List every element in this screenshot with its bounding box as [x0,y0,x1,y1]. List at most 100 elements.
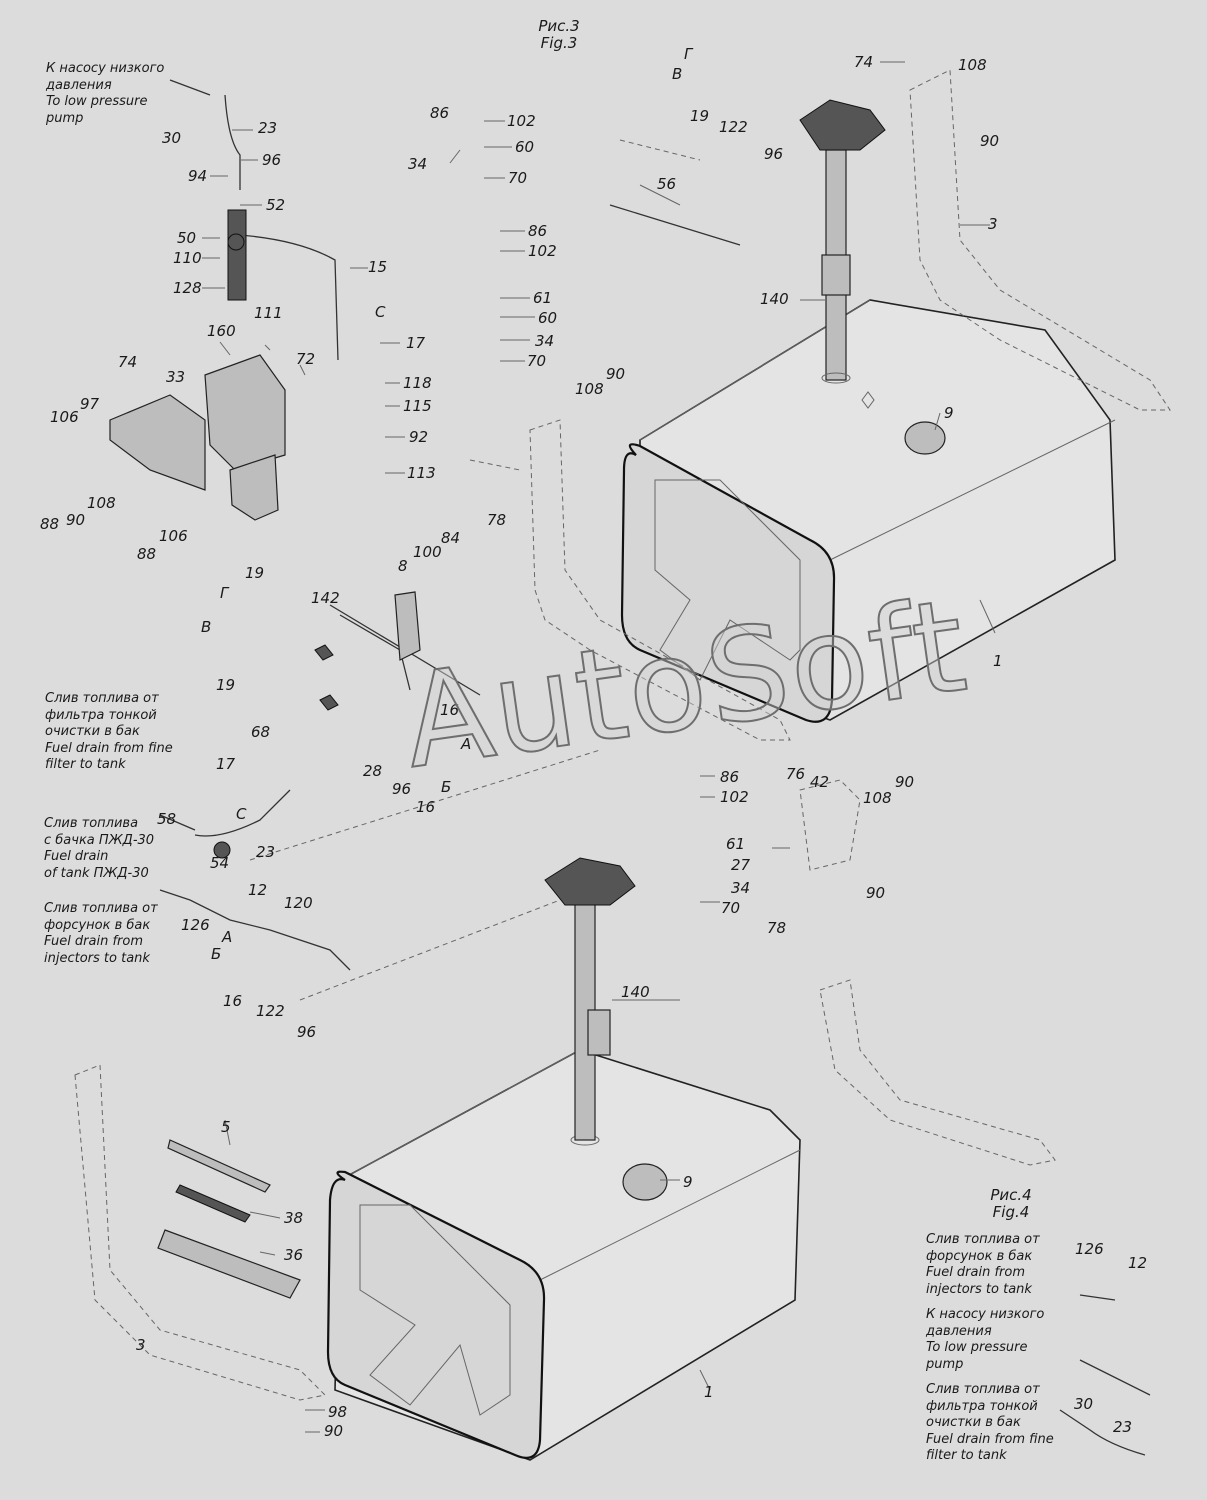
callout: 76 [786,765,806,783]
callout: 126 [1075,1240,1104,1258]
callout: 15 [368,258,388,276]
callout: 96 [262,151,282,169]
fittings-pipes-center [159,591,1151,1456]
callout: 16 [416,798,436,816]
callout-leaders [202,61,996,1433]
callout-letter: А [222,928,233,946]
fig4-note-drain-injectors: Слив топлива от форсунок в бак Fuel drai… [926,1232,1040,1298]
callout: 88 [137,545,157,563]
callout: 160 [207,322,236,340]
callout: 19 [245,564,265,582]
fig3-en: Fig.3 [540,34,578,52]
callout: 9 [683,1173,693,1191]
callout: 50 [177,229,197,247]
callout: 8 [398,557,408,575]
callout: 86 [720,768,740,786]
callout: 52 [266,196,286,214]
callout: 30 [1074,1395,1094,1413]
upper-fuel-sender [799,99,886,384]
callout: 140 [760,290,789,308]
callout: 90 [324,1422,344,1440]
upper-fuel-tank [620,299,1116,723]
callout-letter: С [236,805,247,823]
note-line: Слив топлива от [926,1232,1040,1247]
note-line: Fuel drain from [926,1265,1026,1280]
note-drain-injectors: Слив топлива от форсунок в бак Fuel drai… [44,901,158,967]
callout: 108 [958,56,987,74]
callout: 34 [731,879,751,897]
callout: 90 [606,365,626,383]
note-line: форсунок в бак [44,917,151,933]
callout: 60 [538,309,558,327]
callout: 61 [726,835,746,853]
callout: 28 [363,762,383,780]
note-drain-pzhd: Слив топлива с бачка ПЖД-30 Fuel drain o… [44,816,154,882]
callout: 34 [535,332,555,350]
callout: 108 [863,789,892,807]
note-line: To low pressure [46,94,148,109]
callout: 68 [251,723,271,741]
callout: 115 [403,397,432,415]
callout: 19 [690,107,710,125]
fig4-note-low-pressure-pump: К насосу низкого давления To low pressur… [926,1307,1044,1373]
callout: 78 [767,919,787,937]
upper-bracket-frame [469,69,1171,741]
fig4-en: Fig.4 [992,1203,1030,1221]
lower-fuel-tank [326,1049,801,1461]
callout: 70 [527,352,547,370]
note-line: Fuel drain [44,849,109,864]
fig4-title: Рис.4 Fig.4 [985,1187,1037,1221]
callout-letter: С [375,303,386,321]
callout-letter: Б [441,778,452,796]
callout: 19 [216,676,236,694]
callout: 142 [311,589,340,607]
callout: 110 [173,249,202,267]
callout-letter: Г [684,45,693,63]
callout: 16 [440,701,460,719]
lower-bracket-frame [74,749,1056,1401]
note-line: Слив топлива от [926,1382,1040,1397]
callout: 34 [408,155,428,173]
callout: 17 [216,755,236,773]
callout: 102 [720,788,749,806]
callout: 23 [256,843,276,861]
callout-letter: Г [220,584,229,602]
note-drain-fine-filter: Слив топлива от фильтра тонкой очистки в… [45,691,173,774]
callout: 38 [284,1209,304,1227]
callout: 90 [980,132,1000,150]
callout: 61 [533,289,553,307]
note-line: Fuel drain from [44,934,144,949]
straps-5-38-36 [157,1139,301,1299]
callout: 74 [854,53,874,71]
callout: 1 [704,1383,714,1401]
note-line: давления [46,77,112,93]
callout: 128 [173,279,202,297]
callout: 86 [528,222,548,240]
note-line: очистки в бак [45,724,140,739]
callout: 90 [895,773,915,791]
fig3-ru: Рис.3 [538,17,580,35]
callout: 96 [392,780,412,798]
callout: 23 [1113,1418,1133,1436]
callout: 106 [50,408,79,426]
callout: 90 [66,511,86,529]
callout-letter: А [461,735,472,753]
note-line: Слив топлива от [45,691,159,706]
callout: 27 [731,856,751,874]
filler-cap-icon [622,1163,668,1201]
note-line: Слив топлива [44,816,139,831]
note-line: очистки в бак [926,1415,1021,1430]
callout: 90 [866,884,886,902]
note-line: pump [926,1356,964,1372]
callout: 86 [430,104,450,122]
filler-cap-icon [904,421,946,455]
callout: 140 [621,983,650,1001]
note-line: To low pressure [926,1340,1028,1355]
callout: 12 [248,881,268,899]
callout: 96 [764,145,784,163]
fig4-ru: Рис.4 [990,1186,1032,1204]
note-line: Fuel drain from fine [926,1431,1054,1447]
callout: 36 [284,1246,304,1264]
